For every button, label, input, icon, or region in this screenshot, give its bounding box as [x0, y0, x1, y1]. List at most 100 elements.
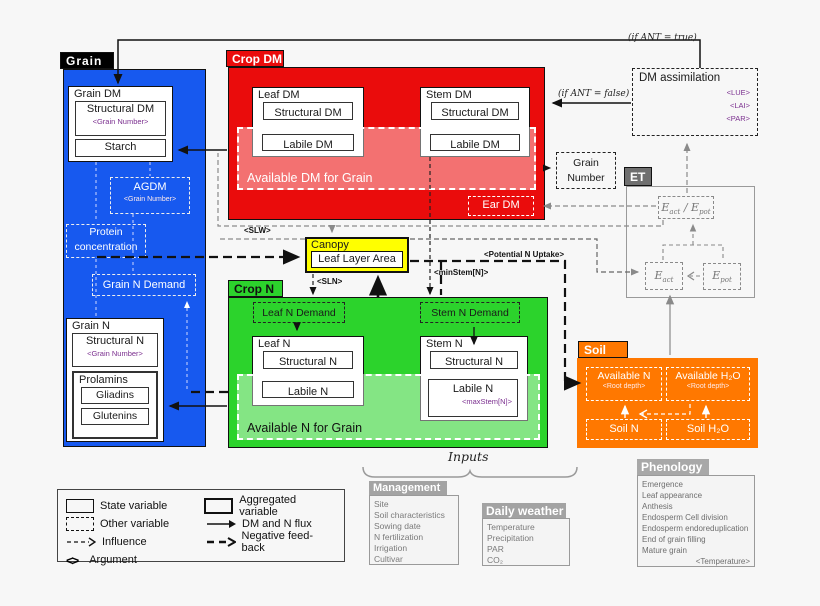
- grain-n-structural-box: Structural N <Grain Number>: [72, 333, 158, 367]
- daily-weather-item: Temperature: [487, 522, 535, 532]
- soil-available-n-root-depth-argument: <Root depth>: [602, 383, 646, 390]
- phenology-item: Mature grain: [642, 546, 687, 555]
- daily-weather-item: Precipitation: [487, 533, 534, 543]
- agdm-box: AGDM <Grain Number>: [110, 177, 190, 214]
- stem-n-demand-label: Stem N Demand: [431, 306, 509, 319]
- leaf-n-structural-box: Structural N: [263, 351, 353, 369]
- par-argument: <PAR>: [726, 114, 750, 123]
- leaf-dm-title: Leaf DM: [258, 89, 300, 101]
- legend-other-label: Other variable: [100, 518, 170, 530]
- epot-base: E: [712, 269, 721, 282]
- phenology-header-text: Phenology: [641, 460, 703, 474]
- potential-n-uptake-line-label: <Potential N Uptake>: [484, 250, 565, 259]
- leaf-layer-area-label: Leaf Layer Area: [318, 253, 396, 265]
- phenology-item: Anthesis: [642, 502, 673, 511]
- stem-n-demand-box: Stem N Demand: [420, 302, 520, 323]
- soil-available-h2o-root-depth-argument: <Root depth>: [686, 383, 730, 390]
- grain-dm-structural-box: Structural DM <Grain Number>: [75, 101, 166, 136]
- management-item: Sowing date: [374, 521, 421, 531]
- et-eact-box: Eact: [645, 262, 683, 290]
- daily-weather-header-text: Daily weather: [486, 503, 564, 518]
- stem-dm-title: Stem DM: [426, 89, 472, 101]
- management-header-text: Management: [373, 482, 441, 494]
- leaf-n-labile-box: Labile N: [262, 381, 354, 398]
- grain-number-line2: Number: [567, 172, 605, 184]
- glutenins-box: Glutenins: [81, 408, 149, 425]
- management-item: N fertilization: [374, 532, 424, 542]
- prolamins-box: Prolamins Gliadins Glutenins: [72, 371, 158, 439]
- phenology-item: Endosperm Cell division: [642, 513, 728, 522]
- soil-available-h2o-label: Available H₂O: [675, 370, 741, 382]
- dm-assimilation-title: DM assimilation: [639, 72, 721, 84]
- soil-available-n-label: Available N: [597, 370, 651, 382]
- et-ratio-epot-sub: pot: [699, 208, 711, 217]
- management-item: Cultivar: [374, 554, 403, 564]
- leaf-dm-labile-label: Labile DM: [283, 139, 333, 151]
- epot-sub: pot: [720, 276, 732, 285]
- stem-n-labile-box: Labile N <maxStem[N]>: [428, 379, 518, 417]
- inputs-title: Inputs: [448, 449, 489, 464]
- grain-n-structural-label: Structural N: [85, 335, 145, 347]
- daily-weather-item: PAR: [487, 544, 504, 554]
- ear-dm-box: Ear DM: [468, 196, 534, 216]
- leaf-n-title: Leaf N: [258, 338, 291, 350]
- phenology-item: Endosperm endoreduplication: [642, 524, 749, 533]
- stem-n-structural-label: Structural N: [444, 356, 504, 368]
- leaf-dm-structural-label: Structural DM: [274, 107, 342, 119]
- available-dm-label: Available DM for Grain: [247, 171, 373, 185]
- other-variable-icon: [66, 517, 94, 531]
- protein-concentration-label: Protein concentration: [74, 226, 138, 253]
- canopy-box: Canopy Leaf Layer Area: [305, 237, 409, 273]
- if-ant-false-label: (if ANT = false): [558, 89, 630, 99]
- phenology-temperature-argument: <Temperature>: [695, 557, 750, 566]
- grain-n-demand-box: Grain N Demand: [92, 274, 196, 296]
- lai-argument: <LAI>: [729, 101, 750, 110]
- protein-concentration-box: Protein concentration: [66, 224, 146, 258]
- et-ratio-epot-base: E: [691, 201, 700, 214]
- gliadins-label: Gliadins: [96, 389, 134, 401]
- argument-icon: <>: [66, 552, 79, 568]
- leaf-n-structural-label: Structural N: [278, 356, 338, 368]
- daily-weather-list: Temperature Precipitation PAR CO₂: [482, 518, 570, 566]
- leaf-n-demand-box: Leaf N Demand: [253, 302, 345, 323]
- stem-dm-structural-label: Structural DM: [441, 107, 509, 119]
- available-n-for-grain-label: Available N for Grain: [247, 421, 363, 435]
- flux-arrow-icon: [207, 520, 236, 528]
- glutenins-label: Glutenins: [92, 410, 138, 422]
- starch-label: Starch: [104, 141, 137, 153]
- management-item: Soil characteristics: [374, 510, 445, 520]
- grain-number-box: Grain Number: [556, 152, 616, 189]
- crop-n-section-label-text: Crop N: [234, 281, 274, 296]
- max-stem-argument: <maxStem[N]>: [461, 397, 512, 406]
- slw-line-label: <SLW>: [244, 226, 271, 235]
- stem-dm-labile-label: Labile DM: [450, 139, 500, 151]
- phenology-list: Emergence Leaf appearance Anthesis Endos…: [637, 475, 755, 567]
- et-ratio-eact-sub: act: [669, 208, 681, 217]
- legend-box: State variable Aggregated variable Other…: [57, 489, 345, 568]
- management-header: Management: [369, 481, 447, 495]
- agdm-grain-number-argument: <Grain Number>: [123, 196, 177, 203]
- grain-section-label: Grain: [60, 52, 114, 69]
- phenology-item: Emergence: [642, 480, 683, 489]
- eact-sub: act: [662, 276, 674, 285]
- feedback-arrow-icon: [206, 537, 236, 547]
- leaf-n-demand-label: Leaf N Demand: [262, 306, 336, 319]
- leaf-dm-structural-box: Structural DM: [263, 102, 353, 120]
- soil-available-h2o-box: Available H₂O <Root depth>: [666, 367, 750, 401]
- agdm-label: AGDM: [133, 181, 167, 193]
- sln-line-label: <SLN>: [317, 277, 343, 286]
- management-item: Irrigation: [374, 543, 408, 553]
- starch-box: Starch: [75, 139, 166, 157]
- inputs-brace: [362, 466, 578, 478]
- stem-n-title: Stem N: [426, 338, 463, 350]
- aggregated-variable-icon: [203, 498, 234, 514]
- lue-argument: <LUE>: [726, 88, 750, 97]
- leaf-layer-area-box: Leaf Layer Area: [311, 251, 403, 268]
- et-section-label-text: ET: [630, 169, 646, 184]
- legend-flux-label: DM and N flux: [242, 518, 312, 530]
- soil-available-n-box: Available N <Root depth>: [586, 367, 662, 401]
- eact-base: E: [654, 269, 663, 282]
- et-ratio-eact-base: E: [661, 201, 670, 214]
- legend-influence-label: Influence: [102, 536, 147, 548]
- grain-dm-structural-label: Structural DM: [86, 103, 155, 115]
